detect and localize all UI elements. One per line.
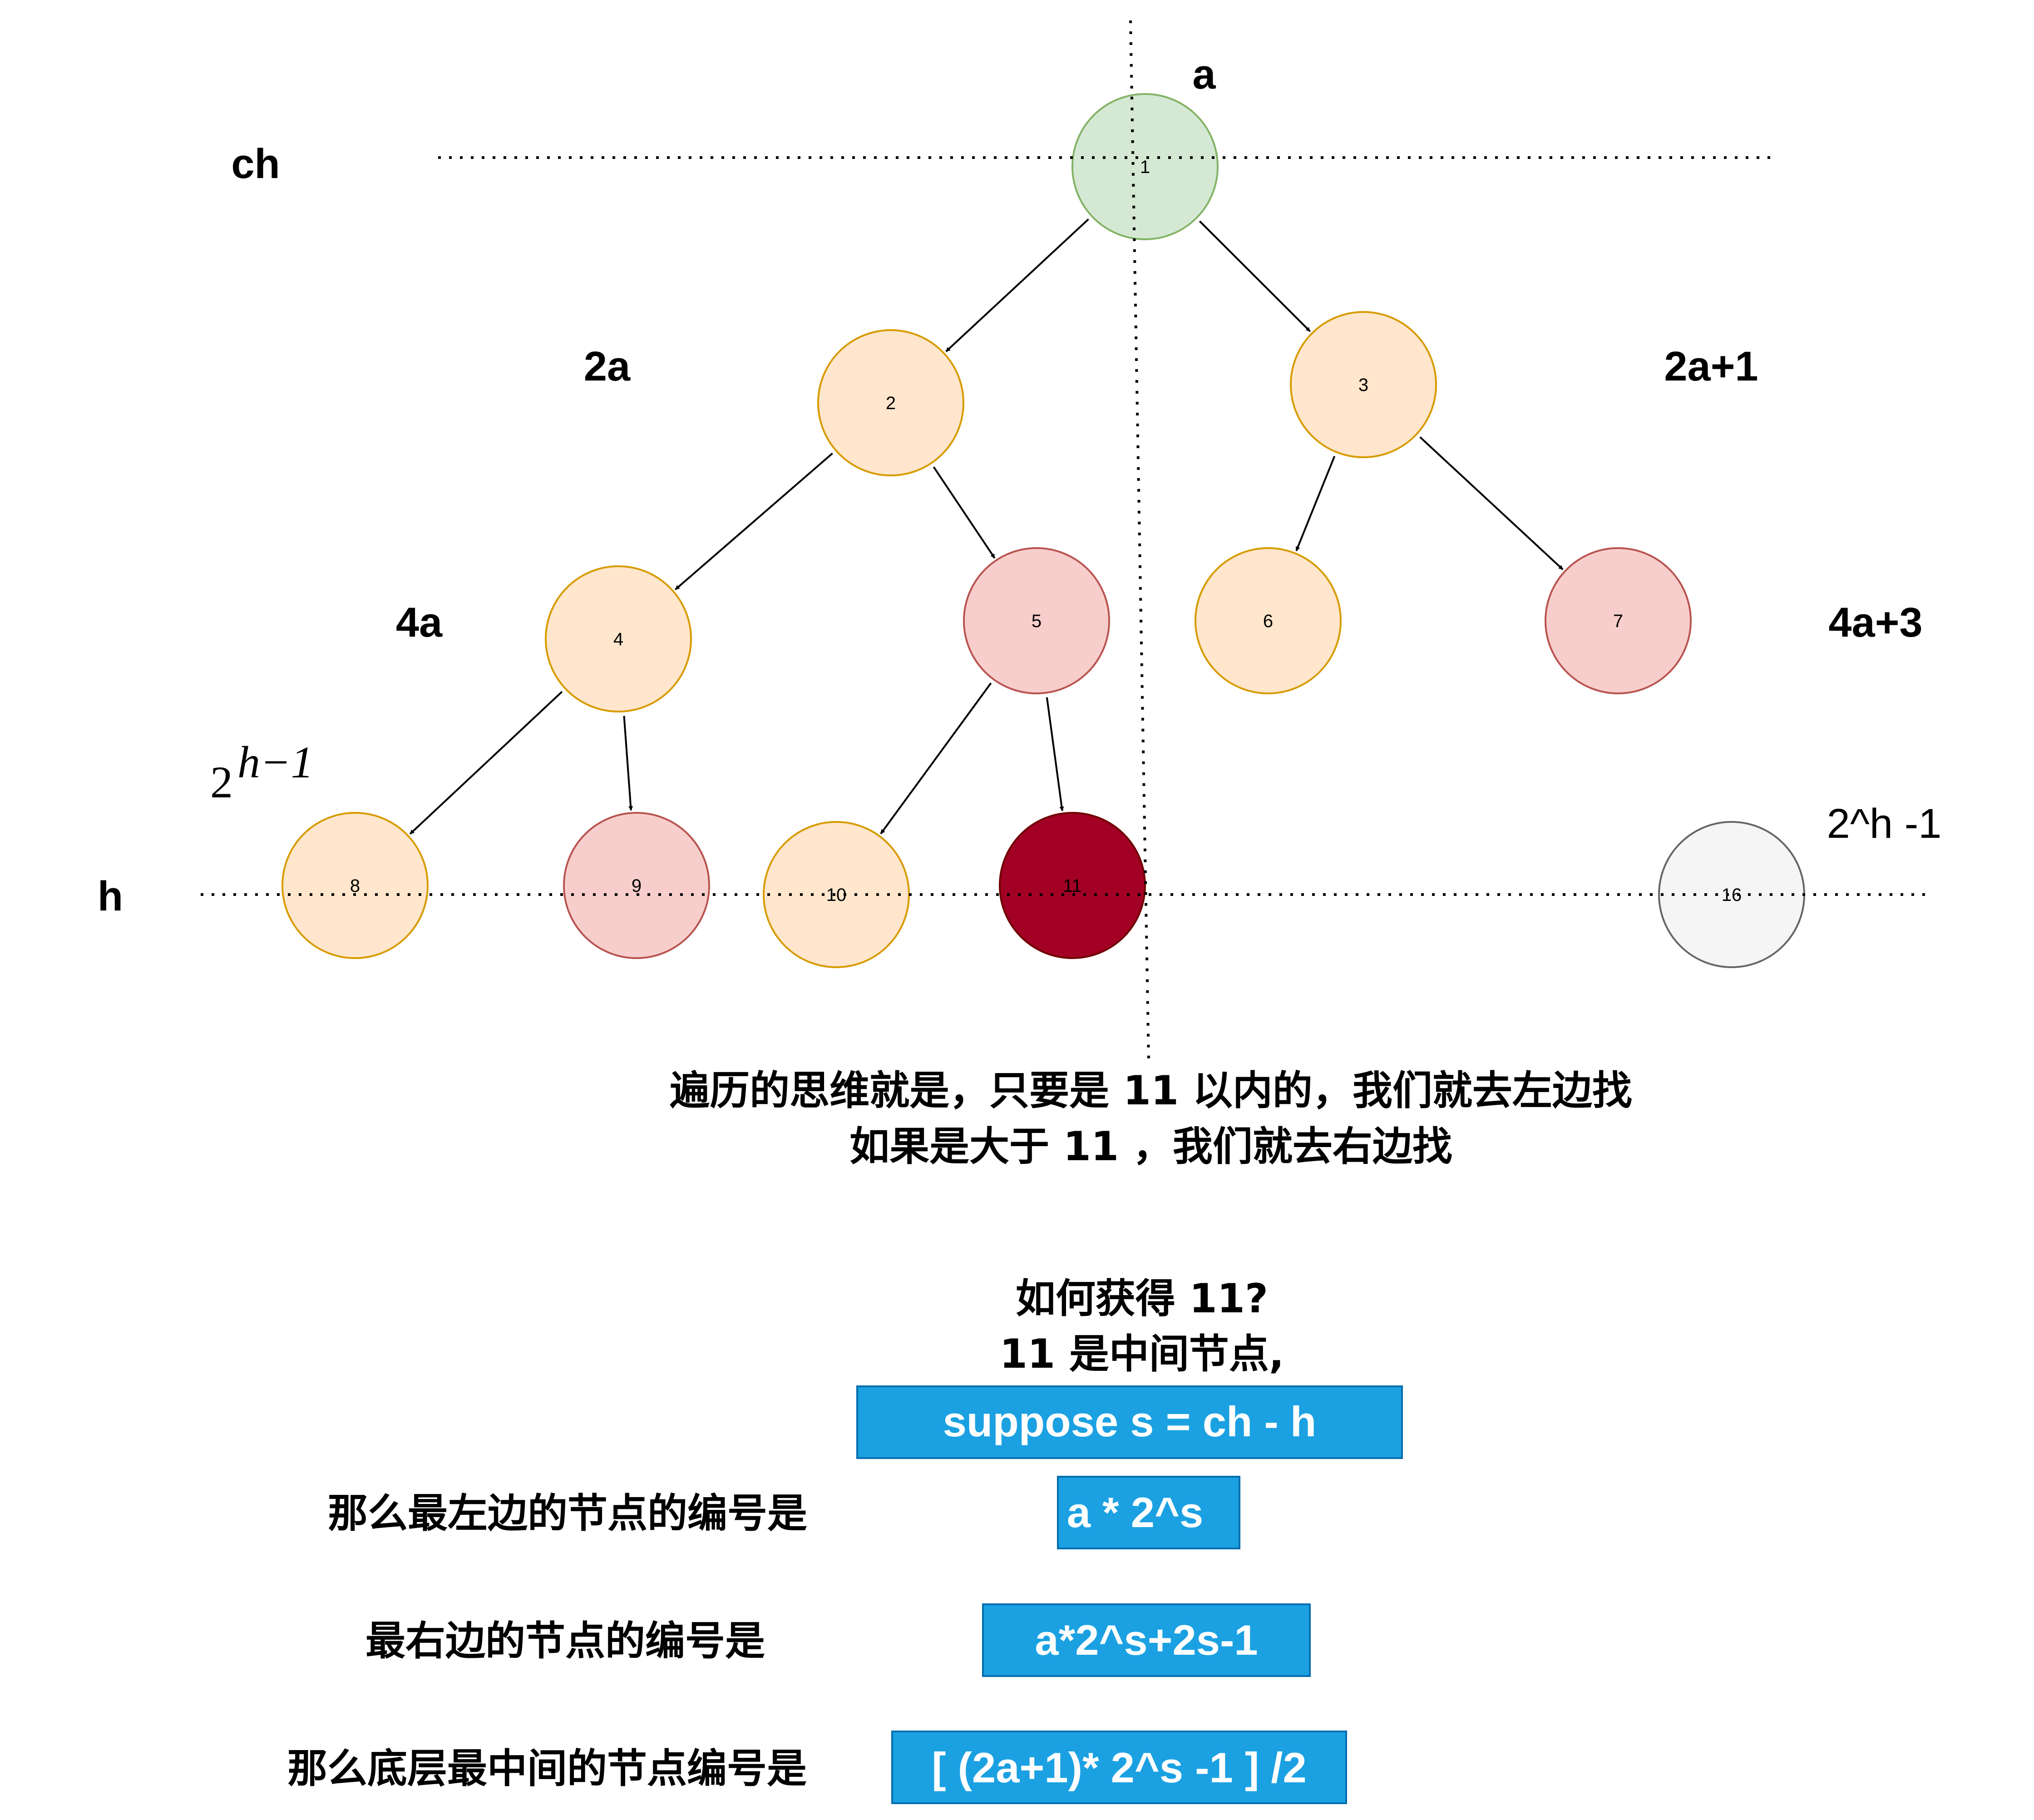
- node-circle-1: [1071, 93, 1219, 240]
- node-label-6: 6: [1263, 611, 1273, 631]
- node-4: 4: [545, 565, 692, 712]
- node-label-5: 5: [1032, 611, 1042, 631]
- traversal-line-2: 如果是大于 11 ，我们就去右边找: [849, 1123, 1452, 1170]
- question-line-1: 如何获得 11?: [1016, 1275, 1268, 1322]
- traversal-line-1: 遍历的思维就是，只要是 11 以内的，我们就去左边找: [670, 1067, 1632, 1114]
- edge-4-8: [409, 691, 563, 835]
- node-label-9: 9: [632, 876, 642, 896]
- leftmost-box-bg: [1057, 1476, 1240, 1549]
- edge-1-3: [1199, 220, 1311, 332]
- edge-2-4: [675, 452, 833, 590]
- label-a: a: [1192, 51, 1216, 98]
- node-circle-2: [817, 329, 964, 476]
- label-4a-plus-3: 4a+3: [1828, 599, 1922, 646]
- edge-5-11: [1046, 697, 1064, 811]
- suppose-text: suppose s = ch - h: [943, 1398, 1317, 1445]
- node-10: 10: [763, 821, 910, 968]
- node-2: 2: [817, 329, 964, 476]
- middle-box: [ (2a+1)* 2^s -1 ] /2: [891, 1731, 1347, 1804]
- node-5: 5: [963, 547, 1110, 694]
- middle-value: [ (2a+1)* 2^s -1 ] /2: [932, 1744, 1307, 1791]
- node-label-11: 11: [1063, 876, 1082, 896]
- question-line-2: 11 是中间节点,: [1000, 1330, 1284, 1377]
- node-circle-5: [963, 547, 1110, 694]
- label-h: h: [98, 873, 123, 920]
- node-label-8: 8: [350, 876, 360, 896]
- node-9: 9: [563, 812, 710, 959]
- node-circle-6: [1195, 547, 1342, 694]
- middle-box-bg: [891, 1731, 1347, 1804]
- rightmost-label: 最右边的节点的编号是: [365, 1617, 765, 1664]
- label-4a: 4a: [396, 599, 443, 646]
- power-base: 2: [210, 757, 233, 807]
- node-8: 8: [281, 812, 429, 959]
- node-11: 11: [999, 812, 1146, 959]
- power-formula: 2 h−1: [210, 737, 313, 807]
- edge-4-9: [623, 716, 633, 811]
- middle-label: 那么底层最中间的节点编号是: [287, 1745, 807, 1792]
- label-2a: 2a: [584, 343, 631, 390]
- node-7: 7: [1545, 547, 1692, 694]
- leftmost-value: a * 2^s: [1067, 1489, 1204, 1536]
- node-1: 1: [1071, 93, 1219, 240]
- node-3: 3: [1290, 311, 1437, 458]
- rightmost-value: a*2^s+2s-1: [1035, 1616, 1258, 1664]
- node-16: 16: [1658, 821, 1805, 968]
- edge-5-10: [880, 682, 992, 835]
- node-circle-7: [1545, 547, 1692, 694]
- node-6: 6: [1195, 547, 1342, 694]
- nodes: 1 2 3 4 5 6 7 8 9 10 11 16: [281, 93, 1805, 968]
- node-circle-8: [281, 812, 429, 959]
- node-circle-3: [1290, 311, 1437, 458]
- suppose-box-bg: [856, 1385, 1403, 1459]
- edge-2-5: [933, 466, 996, 559]
- node-circle-4: [545, 565, 692, 712]
- edge-1-2: [945, 218, 1089, 352]
- rightmost-box: a*2^s+2s-1: [982, 1603, 1311, 1677]
- leftmost-label: 那么最左边的节点的编号是: [328, 1490, 807, 1537]
- edges: [409, 218, 1564, 835]
- node-circle-11: [999, 812, 1146, 959]
- node-label-10: 10: [826, 885, 847, 905]
- power-exponent: h−1: [237, 737, 313, 787]
- edge-3-7: [1419, 436, 1564, 570]
- rightmost-box-bg: [982, 1603, 1311, 1677]
- power-text: 2^h -1: [1827, 801, 1942, 847]
- edge-3-6: [1295, 455, 1336, 552]
- label-2a-plus-1: 2a+1: [1664, 343, 1758, 390]
- node-label-7: 7: [1613, 611, 1623, 631]
- node-label-4: 4: [613, 629, 623, 649]
- node-label-1: 1: [1140, 157, 1150, 177]
- suppose-box: suppose s = ch - h: [856, 1385, 1403, 1459]
- label-ch: ch: [231, 141, 280, 187]
- guide-lines: [201, 20, 1930, 1061]
- node-label-2: 2: [886, 393, 896, 413]
- node-label-3: 3: [1358, 375, 1368, 395]
- leftmost-box: a * 2^s: [1057, 1476, 1240, 1549]
- node-circle-9: [563, 812, 710, 959]
